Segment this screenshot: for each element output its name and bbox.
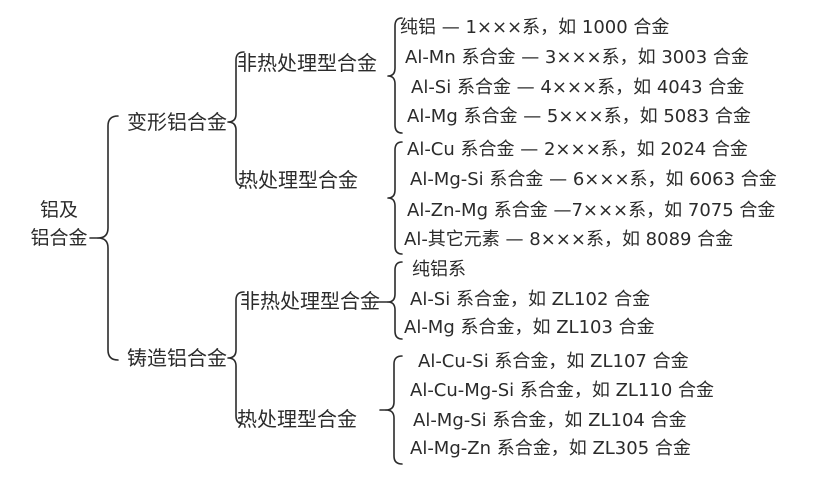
brace-root: [97, 115, 119, 361]
branch-cast-label: 铸造铝合金: [127, 346, 227, 370]
branch-wrought-label: 变形铝合金: [127, 110, 227, 134]
brace-cast-nonht-leaves: [387, 261, 403, 340]
leaf-item: Al-Mg-Zn 系合金，如 ZL305 合金: [410, 438, 691, 459]
group-cast-nonht-label: 非热处理型合金: [240, 289, 380, 313]
leaf-item: Al-Mg-Si 系合金 — 6×××系，如 6063 合金: [410, 169, 777, 190]
group-cast-ht-label: 热处理型合金: [237, 407, 357, 431]
brace-cast-ht-leaves: [385, 355, 403, 465]
root-label-line2: 铝合金: [30, 227, 88, 249]
leaf-item: Al-Mg 系合金，如 ZL103 合金: [404, 317, 655, 338]
group-wrought-nonht-label: 非热处理型合金: [237, 51, 377, 75]
root-label-line1: 铝及: [39, 199, 78, 221]
leaf-item: Al-Zn-Mg 系合金 —7×××系，如 7075 合金: [407, 200, 776, 221]
leaf-item: 纯铝 — 1×××系，如 1000 合金: [400, 17, 670, 38]
leaf-item: Al-Mn 系合金 — 3×××系，如 3003 合金: [405, 47, 749, 68]
root-label: 铝及 铝合金: [28, 196, 90, 252]
leaf-item: Al-其它元素 — 8×××系，如 8089 合金: [404, 229, 734, 250]
brace-wrought-ht-leaves: [387, 141, 403, 255]
leaf-item: Al-Si 系合金，如 ZL102 合金: [410, 289, 651, 310]
leaf-item: Al-Cu-Si 系合金，如 ZL107 合金: [418, 351, 689, 372]
leaf-item: 纯铝系: [412, 259, 466, 280]
group-wrought-ht-label: 热处理型合金: [238, 168, 358, 192]
leaf-item: Al-Cu-Mg-Si 系合金，如 ZL110 合金: [410, 380, 715, 401]
leaf-item: Al-Mg-Si 系合金，如 ZL104 合金: [413, 410, 687, 431]
leaf-item: Al-Cu 系合金 — 2×××系，如 2024 合金: [407, 139, 748, 160]
leaf-item: Al-Si 系合金 — 4×××系，如 4043 合金: [411, 77, 745, 98]
leaf-item: Al-Mg 系合金 — 5×××系，如 5083 合金: [407, 106, 751, 127]
